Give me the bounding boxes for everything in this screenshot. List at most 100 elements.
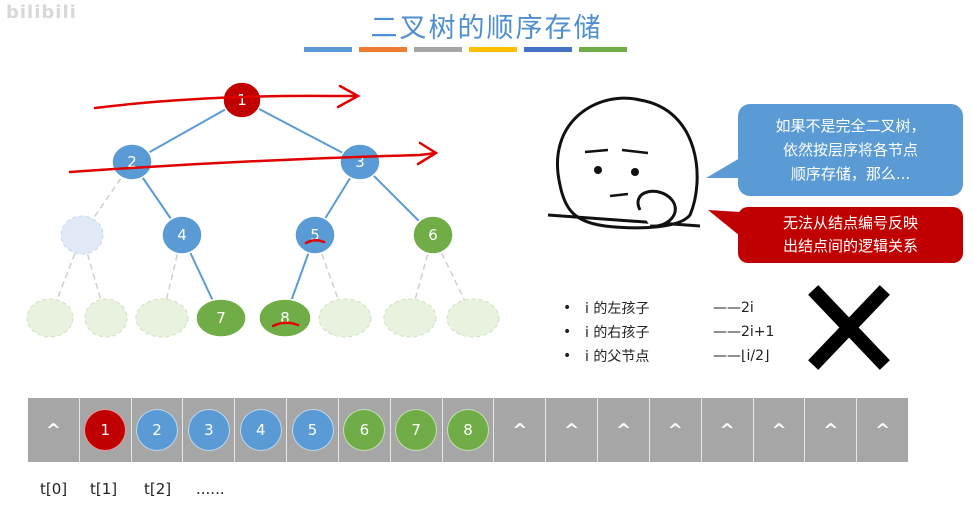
- stripe: [469, 47, 517, 52]
- rule-formula: ——2i+1: [713, 324, 775, 340]
- array-cell-empty: ^: [615, 419, 632, 441]
- rule-text: i 的右孩子: [585, 325, 650, 341]
- tree-node-4: [161, 215, 203, 255]
- rule-parent: • i 的父节点 ——⌊i/2⌋: [563, 344, 774, 368]
- tree-node-8: [258, 298, 312, 338]
- array-cell-empty: ^: [875, 419, 891, 441]
- array-cell: ^: [857, 398, 908, 462]
- stripe: [414, 47, 462, 52]
- array-cell-empty: ^: [667, 419, 683, 441]
- bullet: •: [563, 348, 572, 364]
- tree-node-1: [222, 81, 262, 119]
- annotation-underline-8: [271, 321, 300, 328]
- array-cell: 1: [80, 398, 132, 462]
- tree-node-label: 4: [177, 226, 187, 244]
- rule-right-child: • i 的右孩子 ——2i+1: [563, 320, 774, 344]
- index-label: t[1]: [90, 480, 118, 498]
- ghost-node: [318, 298, 372, 338]
- rule-text: i 的左孩子: [585, 301, 650, 317]
- ghost-node: [84, 298, 128, 338]
- bubble-line: 出结点间的逻辑关系: [782, 237, 918, 255]
- tree-node-3: [339, 143, 381, 181]
- stripe: [304, 47, 352, 52]
- array-cell-node: 6: [343, 409, 386, 451]
- tree-node-label: 1: [237, 91, 247, 109]
- bullet: •: [563, 300, 572, 316]
- index-label: t[0]: [40, 480, 68, 498]
- array-cell-empty: ^: [45, 419, 61, 441]
- array-cell: 3: [183, 398, 236, 462]
- tree-node-label: 7: [216, 309, 226, 327]
- stripe: [359, 47, 407, 52]
- array-cell-node: 3: [187, 409, 230, 451]
- array-cell: ^: [28, 398, 80, 462]
- stripe: [579, 47, 627, 52]
- array-cell: 6: [339, 398, 391, 462]
- ghost-node: [383, 298, 437, 338]
- tree-node-label: 6: [428, 226, 438, 244]
- bubble-tail-red: [708, 210, 740, 236]
- thinking-face-icon: [547, 96, 701, 230]
- tree-node-5: [294, 215, 336, 255]
- tree-node-2: [111, 143, 153, 181]
- array-cell: 8: [443, 398, 495, 462]
- page-title: 二叉树的顺序存储: [370, 13, 603, 44]
- bubble-tail-blue: [706, 158, 740, 178]
- rule-formula: ——⌊i/2⌋: [713, 348, 770, 364]
- cross-icon: [808, 285, 890, 370]
- watermark: bilibili: [6, 2, 77, 23]
- array-cell: 4: [235, 398, 288, 462]
- index-rules-list: • i 的左孩子 ——2i • i 的右孩子 ——2i+1 • i 的父节点 —…: [563, 296, 774, 368]
- array-cell-empty: ^: [771, 419, 787, 441]
- tree-node-label: 8: [280, 309, 290, 327]
- array-cell-empty: ^: [564, 419, 580, 441]
- array-cell: ^: [650, 398, 702, 462]
- array-cell-node: 5: [291, 409, 334, 451]
- tree-node-6: [412, 215, 454, 255]
- tree-node-label: 3: [355, 153, 365, 171]
- bubble-line: 无法从结点编号反映: [782, 214, 918, 232]
- array-cell-node: 7: [395, 409, 438, 451]
- ghost-node: [446, 298, 500, 338]
- index-label: t[2]: [144, 480, 172, 498]
- array-cell-empty: ^: [512, 419, 528, 441]
- array-cell: ^: [805, 398, 858, 462]
- rule-left-child: • i 的左孩子 ——2i: [563, 296, 774, 320]
- array-cell: ^: [546, 398, 599, 462]
- index-label: ......: [196, 480, 225, 498]
- bullet: •: [563, 324, 572, 340]
- array-cell: ^: [598, 398, 650, 462]
- bubble-line: 如果不是完全二叉树，: [775, 117, 926, 135]
- color-stripes: [304, 47, 627, 52]
- speech-bubble-blue: 如果不是完全二叉树， 依然按层序将各节点 顺序存储，那么...: [738, 104, 963, 196]
- tree-node-label: 2: [127, 153, 137, 171]
- array-cell: 7: [391, 398, 443, 462]
- stripe: [524, 47, 572, 52]
- array-cell: ^: [494, 398, 547, 462]
- ghost-node: [60, 215, 104, 255]
- array-cell: ^: [702, 398, 754, 462]
- rule-formula: ——2i: [713, 300, 754, 316]
- tree-node-label: 5: [310, 226, 320, 244]
- annotation-arrow-row2: [68, 141, 439, 174]
- array-cell-node: 1: [84, 409, 127, 451]
- ghost-node: [135, 298, 189, 338]
- annotation-arrow-row1: [93, 84, 361, 110]
- speech-bubble-red: 无法从结点编号反映 出结点间的逻辑关系: [738, 207, 963, 263]
- annotation-underline-5: [304, 239, 326, 245]
- array-cell-node: 4: [239, 409, 282, 451]
- array-cell: 5: [287, 398, 339, 462]
- tree-node-7: [195, 298, 247, 338]
- array-cell-node: 2: [136, 409, 179, 451]
- array-cell-node: 8: [447, 409, 490, 451]
- bubble-line: 依然按层序将各节点: [782, 141, 918, 159]
- array-cell-empty: ^: [719, 419, 735, 441]
- array-cell-empty: ^: [823, 419, 839, 441]
- bubble-line: 顺序存储，那么...: [790, 165, 911, 183]
- rule-text: i 的父节点: [585, 349, 650, 365]
- array-cell: 2: [132, 398, 184, 462]
- array-cell: ^: [754, 398, 806, 462]
- ghost-node: [26, 298, 74, 338]
